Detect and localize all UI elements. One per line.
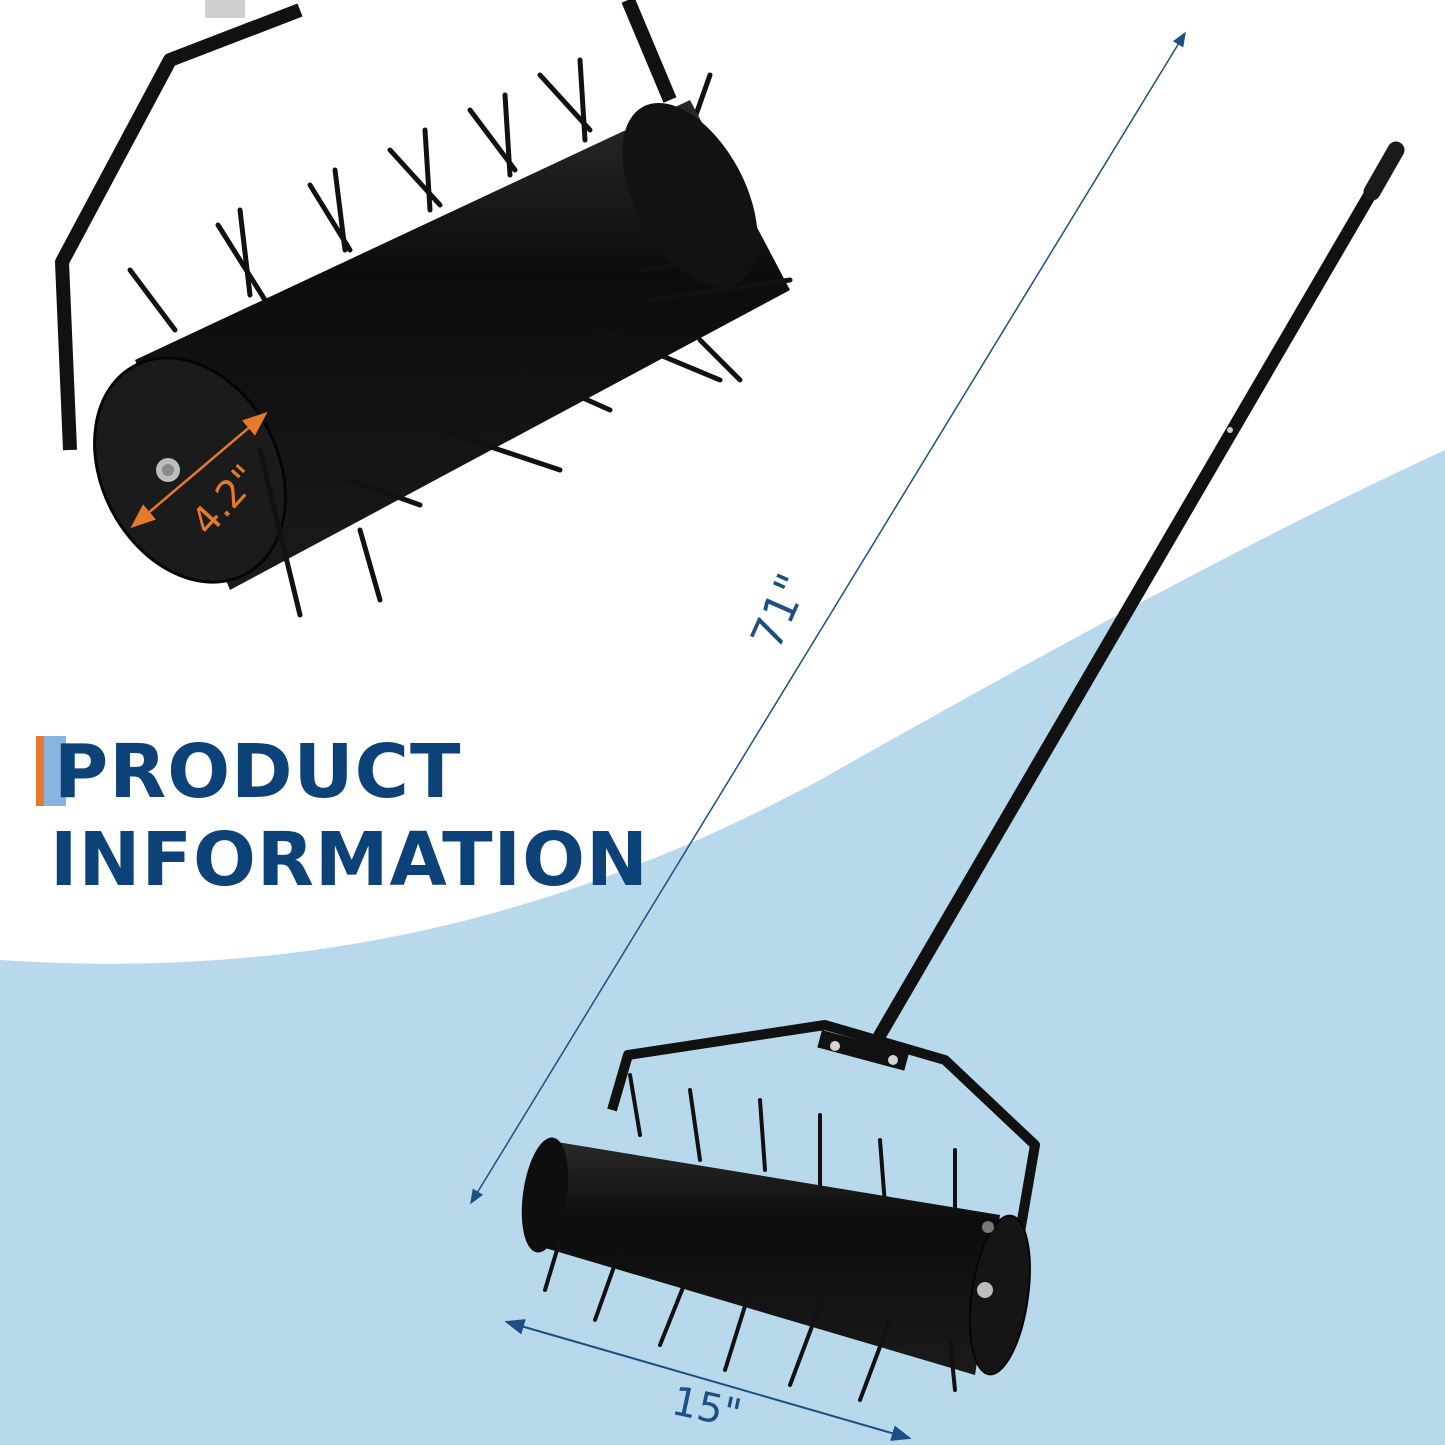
full-tool [521,141,1405,1402]
accent-orange-stripe [36,736,46,806]
roller-closeup [55,0,793,618]
title-accent-bar [36,736,66,806]
accent-blue-stripe [44,736,66,806]
title-line-2: INFORMATION [50,817,649,903]
title-block: PRODUCT INFORMATION [36,728,649,904]
title-line-1: PRODUCT [54,729,462,815]
